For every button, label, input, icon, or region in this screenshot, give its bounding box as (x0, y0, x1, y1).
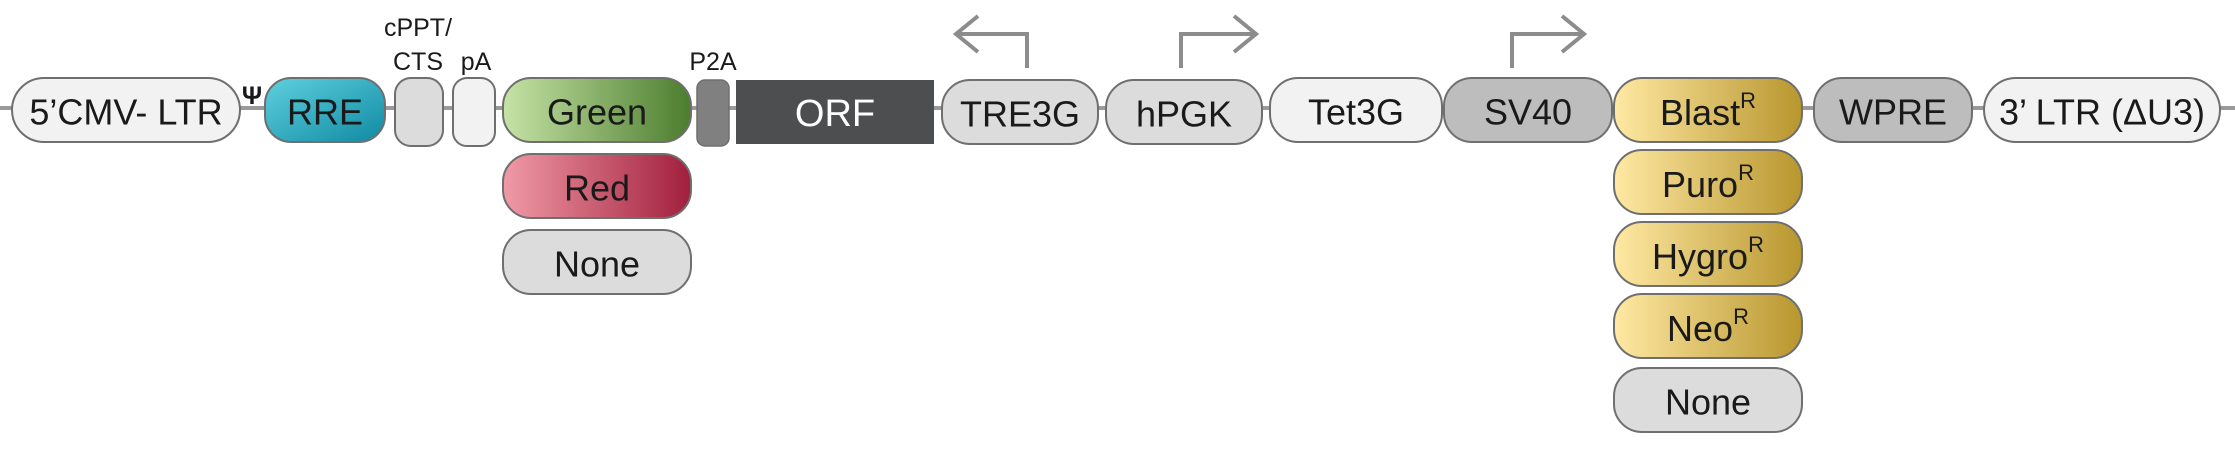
resistance-none-label: None (1665, 382, 1751, 423)
resistance-option-blast: BlastR (1613, 77, 1803, 143)
rre-element: RRE (264, 77, 386, 143)
p2a-shape (696, 79, 730, 147)
sv40-shape (1443, 77, 1613, 143)
fluor-green-shape (502, 77, 692, 143)
resistance-blast-base: Blast (1660, 92, 1740, 133)
fluor-option-none: None (502, 229, 692, 295)
ltr-5prime-element: 5’CMV- LTR (11, 77, 241, 143)
resistance-hygro-shape (1613, 221, 1803, 287)
resistance-neo-shape (1613, 293, 1803, 359)
fluor-option-red: Red (502, 153, 692, 219)
arrow-right-icon (1510, 32, 1584, 68)
resistance-neo-base: Neo (1667, 308, 1733, 349)
resistance-option-hygro: HygroR (1613, 221, 1803, 287)
arrow-right-icon-head (1560, 14, 1588, 54)
ltr-5prime-shape (11, 77, 241, 143)
resistance-neo-label: NeoR (1667, 304, 1749, 349)
resistance-option-neo: NeoR (1613, 293, 1803, 359)
wpre-element: WPRE (1813, 77, 1973, 143)
tre3g-element: TRE3G (941, 14, 1099, 145)
resistance-none-shape (1613, 367, 1803, 433)
resistance-puro-sup: R (1738, 160, 1754, 185)
tet3g-shape (1269, 77, 1443, 143)
psi-packaging-signal-label: Ψ (242, 82, 262, 110)
fluor-none-label: None (554, 244, 640, 285)
fluor-red-label: Red (564, 168, 630, 209)
fluorescent-reporter-options: Green Red None (502, 77, 692, 295)
cppt-cts-shape (394, 77, 444, 147)
rre-shape (264, 77, 386, 143)
p2a-label: P2A (689, 48, 737, 76)
hpgk-element: hPGK (1105, 14, 1263, 145)
tet3g-element: Tet3G (1269, 77, 1443, 143)
resistance-puro-label: PuroR (1662, 160, 1754, 205)
resistance-blast-shape (1613, 77, 1803, 143)
p2a-element: P2A (689, 48, 737, 147)
cppt-cts-element: cPPT/ CTS (384, 14, 452, 147)
orf-shape (736, 80, 934, 144)
fluor-red-shape (502, 153, 692, 219)
resistance-option-puro: PuroR (1613, 149, 1803, 215)
ltr-3prime-label: 3’ LTR (ΔU3) (1999, 92, 2205, 133)
resistance-marker-options: BlastR PuroR HygroR NeoR None (1613, 77, 1803, 433)
hpgk-label: hPGK (1136, 94, 1232, 135)
pa-element: pA (452, 48, 496, 147)
fluor-green-label: Green (547, 92, 647, 133)
wpre-shape (1813, 77, 1973, 143)
fluor-option-green: Green (502, 77, 692, 143)
resistance-blast-sup: R (1740, 88, 1756, 113)
resistance-hygro-base: Hygro (1652, 236, 1748, 277)
ltr-3prime-shape (1983, 77, 2221, 143)
sv40-element: SV40 (1443, 14, 1613, 143)
pa-shape (452, 77, 496, 147)
hpgk-shape (1105, 79, 1263, 145)
orf-label: ORF (795, 93, 875, 135)
sv40-label: SV40 (1484, 92, 1572, 133)
tre3g-label: TRE3G (960, 94, 1080, 135)
resistance-blast-label: BlastR (1660, 88, 1756, 133)
resistance-puro-shape (1613, 149, 1803, 215)
resistance-hygro-label: HygroR (1652, 232, 1764, 277)
cppt-label-line2: CTS (393, 48, 443, 76)
orf-element: ORF (736, 80, 934, 144)
resistance-neo-sup: R (1733, 304, 1749, 329)
arrow-right-icon (1179, 32, 1256, 68)
fluor-none-shape (502, 229, 692, 295)
tre3g-shape (941, 79, 1099, 145)
arrow-left-icon (956, 32, 1029, 68)
tet3g-label: Tet3G (1308, 92, 1404, 133)
cppt-label-line1: cPPT/ (384, 14, 452, 42)
arrow-right-icon-head (1232, 14, 1260, 54)
resistance-puro-base: Puro (1662, 164, 1738, 205)
rre-label: RRE (287, 92, 363, 133)
pa-label: pA (461, 48, 492, 76)
arrow-left-icon-head (952, 14, 980, 54)
wpre-label: WPRE (1839, 92, 1947, 133)
ltr-5prime-label: 5’CMV- LTR (29, 92, 222, 133)
resistance-option-none: None (1613, 367, 1803, 433)
ltr-3prime-element: 3’ LTR (ΔU3) (1983, 77, 2221, 143)
resistance-hygro-sup: R (1748, 232, 1764, 257)
